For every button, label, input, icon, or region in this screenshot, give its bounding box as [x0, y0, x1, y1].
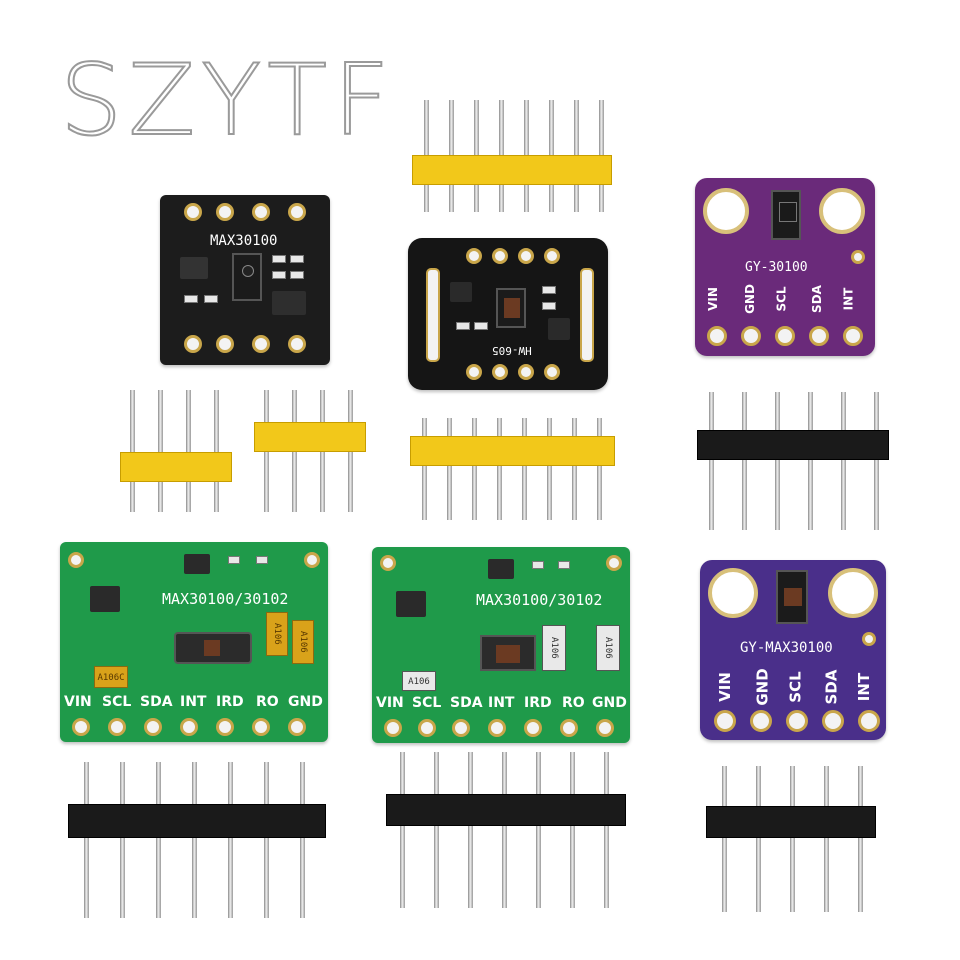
pin-label: INT [841, 287, 856, 311]
board-silkscreen: GY-MAX30100 [740, 640, 833, 656]
black-7pin-header-b [386, 752, 630, 912]
pin-label: IRD [216, 694, 244, 710]
pin-label: VIN [715, 672, 734, 702]
tantalum-cap-small: A106C [94, 666, 128, 688]
pin-label: SDA [450, 695, 483, 711]
board-silkscreen: MAX30100/30102 [476, 591, 603, 609]
gy30100-purple-board: GY-30100 VIN GND SCL SDA INT [695, 178, 875, 356]
pin-label: SCL [774, 286, 789, 312]
pin-label: VIN [376, 695, 404, 711]
pin-label: RO [256, 694, 279, 710]
yellow-8pin-header-top [412, 100, 612, 215]
pin-label: SDA [140, 694, 173, 710]
pin-label: VIN [64, 694, 92, 710]
pin-label: SCL [102, 694, 132, 710]
yellow-4pin-header-b [254, 390, 369, 515]
pin-label: SDA [822, 669, 841, 705]
tantalum-cap: A106 [266, 612, 288, 656]
tantalum-cap: A106 [596, 625, 620, 671]
max30102-green-board-a: MAX30100/30102 A106 A106 A106C VIN SCL S… [60, 542, 328, 742]
brand-watermark: SZYTF [59, 44, 396, 158]
pin-label: INT [488, 695, 515, 711]
tantalum-cap: A106 [292, 620, 314, 664]
max30102-green-board-b: MAX30100/30102 A106 A106 A106 VIN SCL SD… [372, 547, 630, 743]
pin-label: SDA [809, 285, 824, 313]
pin-label: GND [742, 284, 757, 314]
black-6pin-header [697, 392, 892, 532]
pin-label: IRD [524, 695, 552, 711]
pin-label: SCL [786, 671, 805, 703]
board-silkscreen: HW-605 [492, 344, 532, 357]
pin-label: RO [562, 695, 585, 711]
board-silkscreen: MAX30100 [210, 233, 278, 249]
board-silkscreen: GY-30100 [745, 260, 808, 275]
yellow-4pin-header-a [120, 390, 235, 515]
pin-label: INT [180, 694, 207, 710]
tantalum-cap-small: A106 [402, 671, 436, 691]
pin-label: GND [288, 694, 323, 710]
black-7pin-header-a [68, 762, 330, 922]
gy-max30100-violet-board: GY-MAX30100 VIN GND SCL SDA INT [700, 560, 886, 740]
hw605-black-board: HW-605 [408, 238, 608, 390]
black-5pin-header [706, 766, 878, 916]
pin-label: VIN [705, 287, 720, 311]
pin-label: SCL [412, 695, 442, 711]
tantalum-cap: A106 [542, 625, 566, 671]
pin-label: INT [855, 672, 874, 702]
board-silkscreen: MAX30100/30102 [162, 590, 289, 608]
yellow-8pin-header-mid [410, 418, 615, 523]
pin-label: GND [753, 668, 772, 706]
max30100-black-board: MAX30100 [160, 195, 330, 365]
pin-label: GND [592, 695, 627, 711]
